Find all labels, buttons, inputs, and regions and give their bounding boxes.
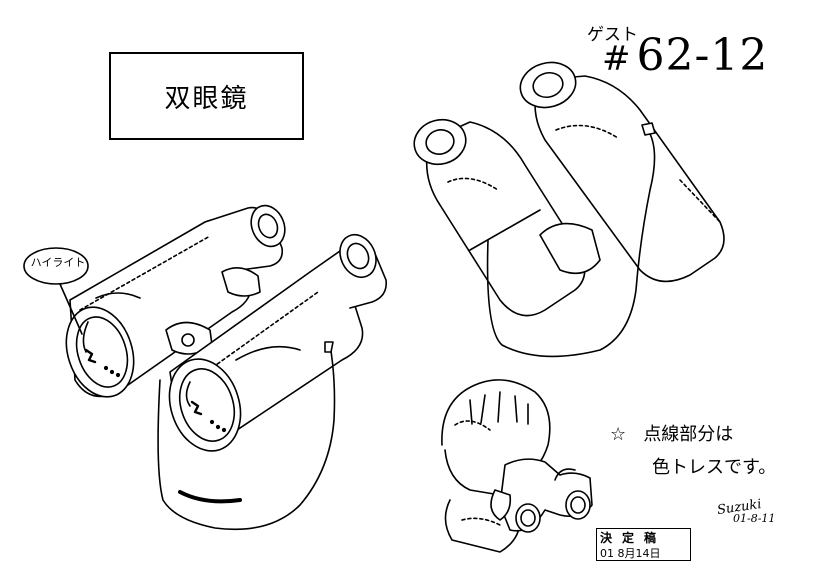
callout-leader-line [59,283,83,335]
number-mark: # [602,39,631,79]
signature-date: 01-8-11 [733,512,776,525]
stamp-title: 決定稿 [600,531,667,545]
sheet-number: 62-12 [636,30,769,81]
note-line-1: ☆ 点線部分は [610,418,776,451]
binoculars-front-view-illustration [65,204,388,531]
dotted-line-note: ☆ 点線部分は 色トレスです。 [610,418,776,484]
boy-with-binoculars-illustration [441,379,593,553]
final-draft-stamp: 決定稿 01 8月14日 [596,528,691,561]
binoculars-rear-view-illustration [413,61,725,358]
callout-bubble [23,247,89,285]
sheet-number-group: ゲスト # 62-12 [585,18,768,78]
stamp-date: 01 8月14日 [600,547,661,560]
item-title: 双眼鏡 [164,83,249,114]
highlight-callout-label: ハイライト [30,256,86,269]
guest-label: ゲスト [587,25,638,45]
note-text-2: 色トレスです。 [652,457,777,478]
star-icon: ☆ [610,424,627,445]
note-text-1: 点線部分は [643,424,734,445]
title-box: 双眼鏡 [109,52,304,140]
